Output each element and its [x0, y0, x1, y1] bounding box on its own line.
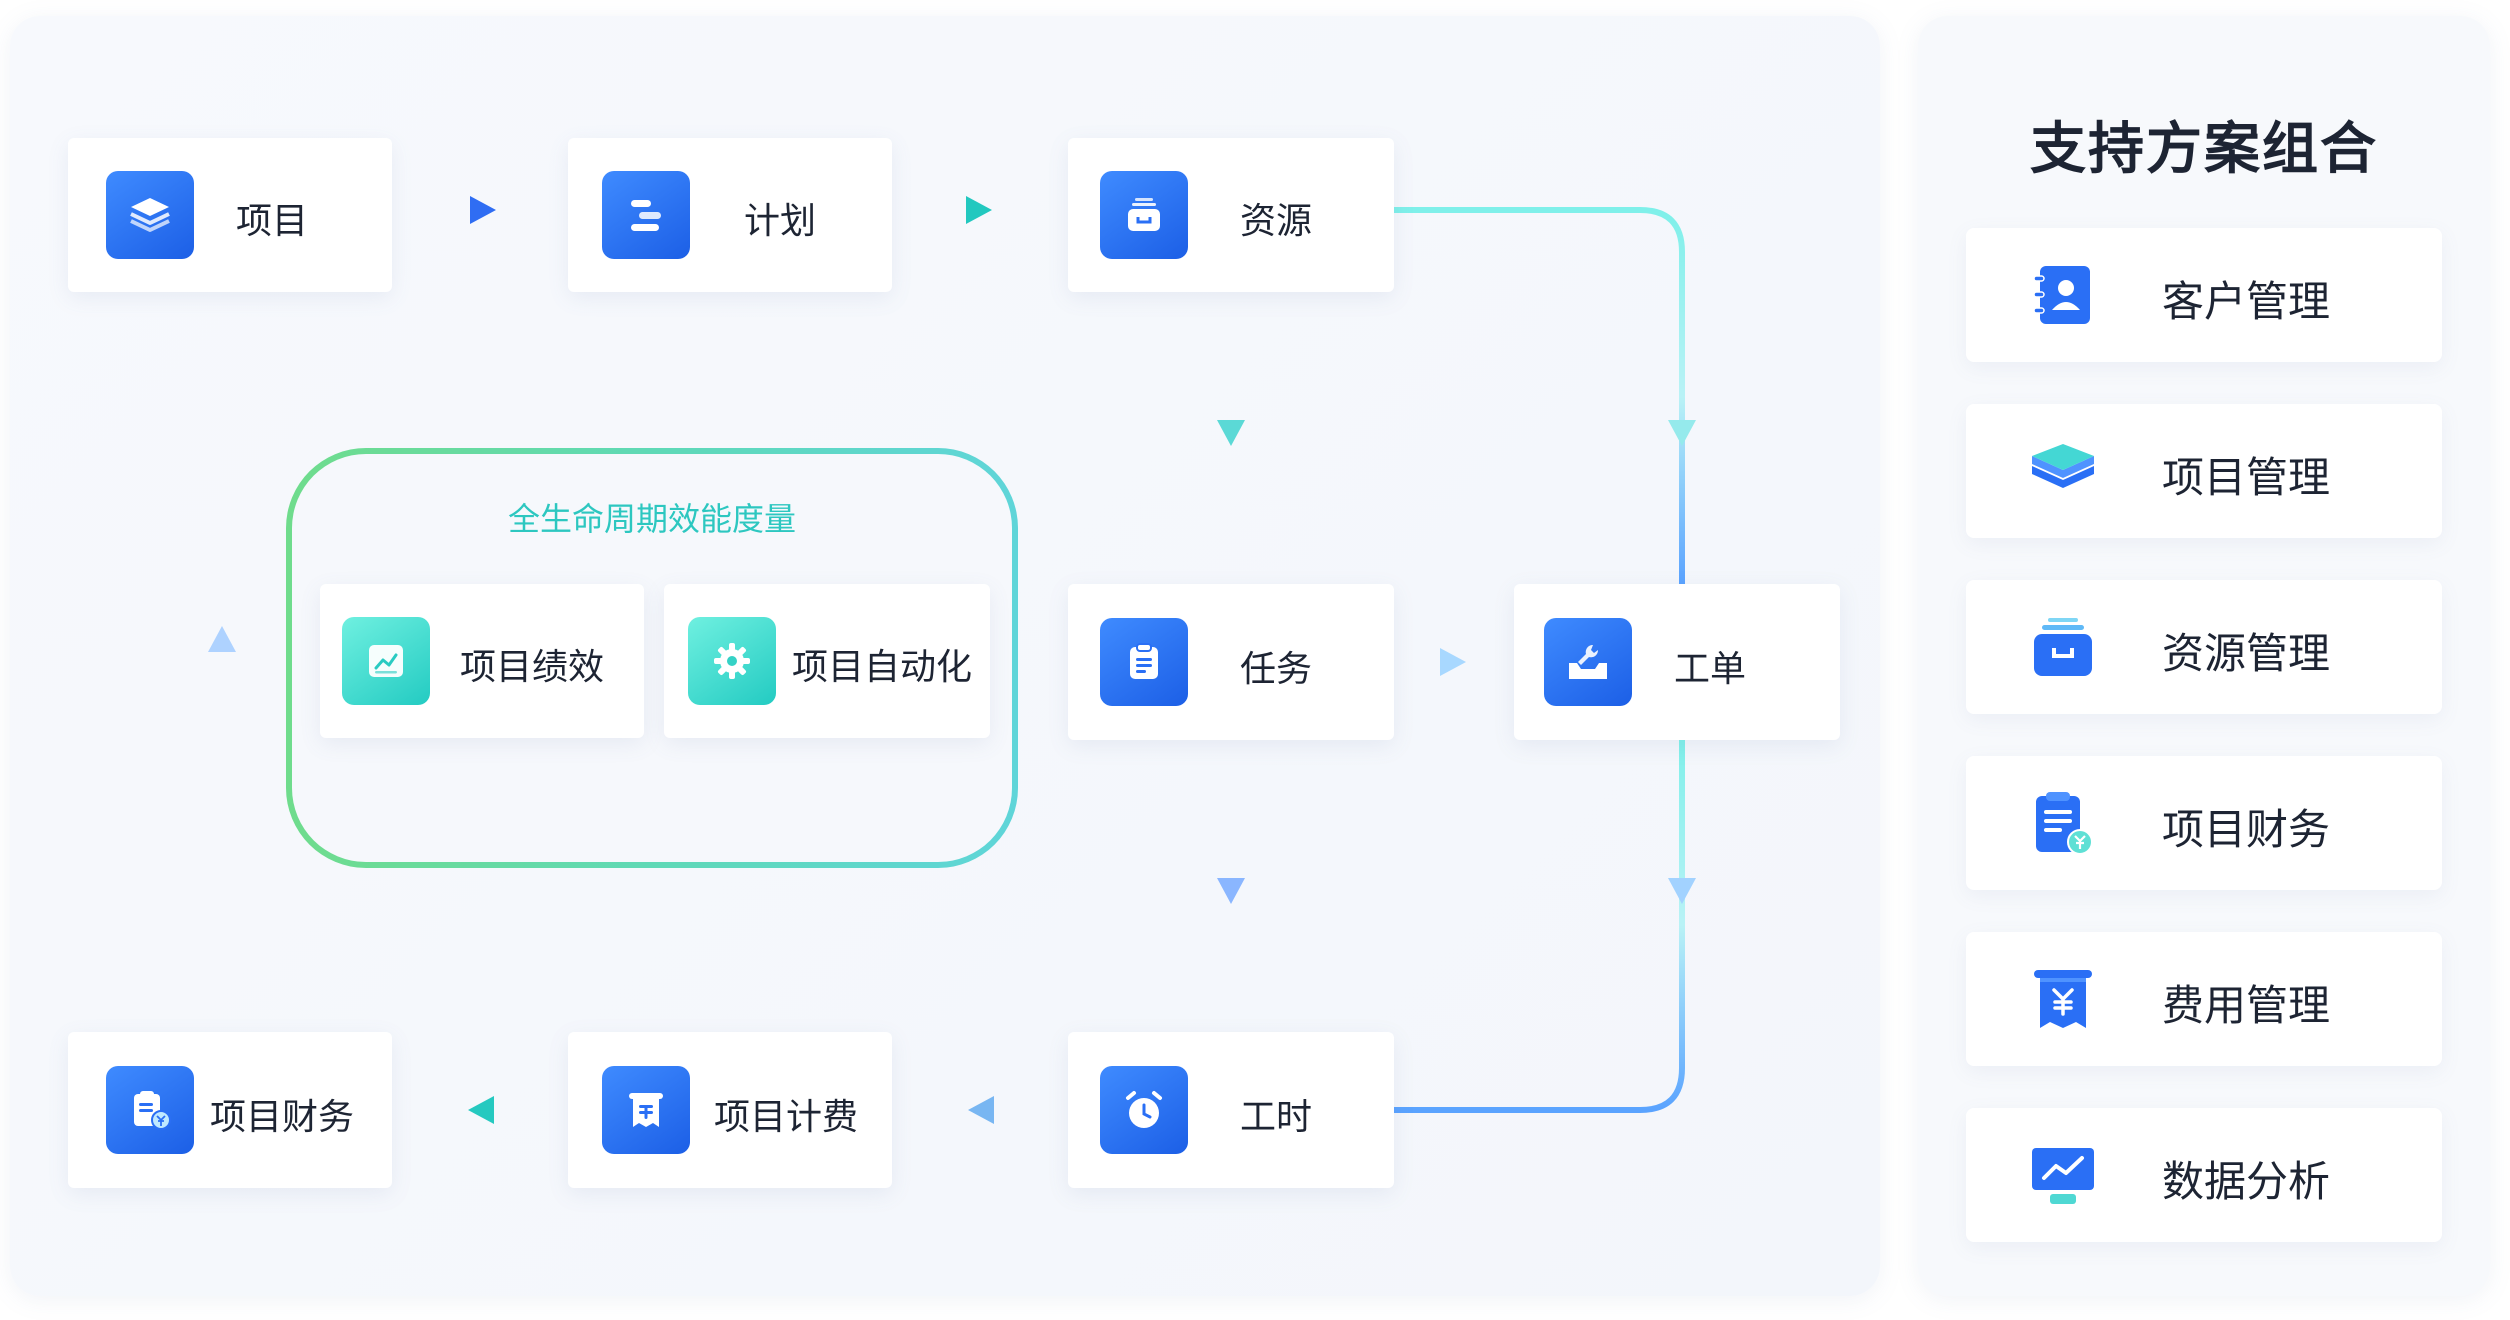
node-billing[interactable]: 项目计费: [568, 1032, 892, 1188]
chart-monitor-icon: [2028, 1140, 2098, 1210]
contact-book-icon: [2028, 260, 2098, 330]
layers-icon: [106, 171, 194, 259]
alarm-clock-icon: [1100, 1066, 1188, 1154]
inbox-icon: [1100, 171, 1188, 259]
combo-item-resource[interactable]: 资源管理: [1966, 580, 2442, 714]
combo-item-analytics[interactable]: 数据分析: [1966, 1108, 2442, 1242]
combo-item-expense[interactable]: 费用管理: [1966, 932, 2442, 1066]
node-workorder-label: 工单: [1674, 649, 1747, 690]
combo-item-label: 费用管理: [2162, 981, 2331, 1030]
node-timesheet[interactable]: 工时: [1068, 1032, 1394, 1188]
combo-item-project[interactable]: 项目管理: [1966, 404, 2442, 538]
node-billing-label: 项目计费: [714, 1097, 859, 1138]
node-project[interactable]: 项目: [68, 138, 392, 292]
combo-item-finance[interactable]: 项目财务: [1966, 756, 2442, 890]
lifecycle-metrics-title: 全生命周期效能度量: [507, 500, 796, 538]
node-resource[interactable]: 资源: [1068, 138, 1394, 292]
clipboard-yen-icon: [106, 1066, 194, 1154]
node-performance-label: 项目绩效: [460, 647, 605, 688]
node-finance[interactable]: 项目财务: [68, 1032, 392, 1188]
node-task[interactable]: 任务: [1068, 584, 1394, 740]
clipboard-yen-icon: [2028, 788, 2098, 858]
combo-item-label: 项目财务: [2162, 805, 2331, 854]
combo-item-label: 资源管理: [2162, 629, 2331, 678]
combo-item-label: 项目管理: [2162, 453, 2331, 502]
inbox-icon: [2028, 612, 2098, 682]
wrench-tray-icon: [1544, 618, 1632, 706]
node-performance[interactable]: 项目绩效: [320, 584, 644, 738]
node-timesheet-label: 工时: [1240, 1097, 1313, 1138]
chart-card-icon: [342, 617, 430, 705]
node-workorder[interactable]: 工单: [1514, 584, 1840, 740]
node-resource-label: 资源: [1240, 201, 1313, 242]
node-finance-label: 项目财务: [210, 1097, 355, 1138]
node-task-label: 任务: [1240, 649, 1313, 690]
combo-item-customer[interactable]: 客户管理: [1966, 228, 2442, 362]
node-plan-label: 计划: [744, 201, 817, 242]
node-project-label: 项目: [236, 201, 309, 242]
node-plan[interactable]: 计划: [568, 138, 892, 292]
layers-icon: [2028, 436, 2098, 506]
task-clipboard-icon: [1100, 618, 1188, 706]
combo-title: 支持方案组合: [2030, 117, 2378, 182]
gantt-icon: [602, 171, 690, 259]
node-automation[interactable]: 项目自动化: [664, 584, 990, 738]
node-automation-label: 项目自动化: [792, 647, 973, 688]
receipt-icon: [602, 1066, 690, 1154]
receipt-yen-icon: [2028, 964, 2098, 1034]
combo-item-label: 数据分析: [2162, 1157, 2331, 1206]
gear-icon: [688, 617, 776, 705]
combo-item-label: 客户管理: [2162, 277, 2331, 326]
